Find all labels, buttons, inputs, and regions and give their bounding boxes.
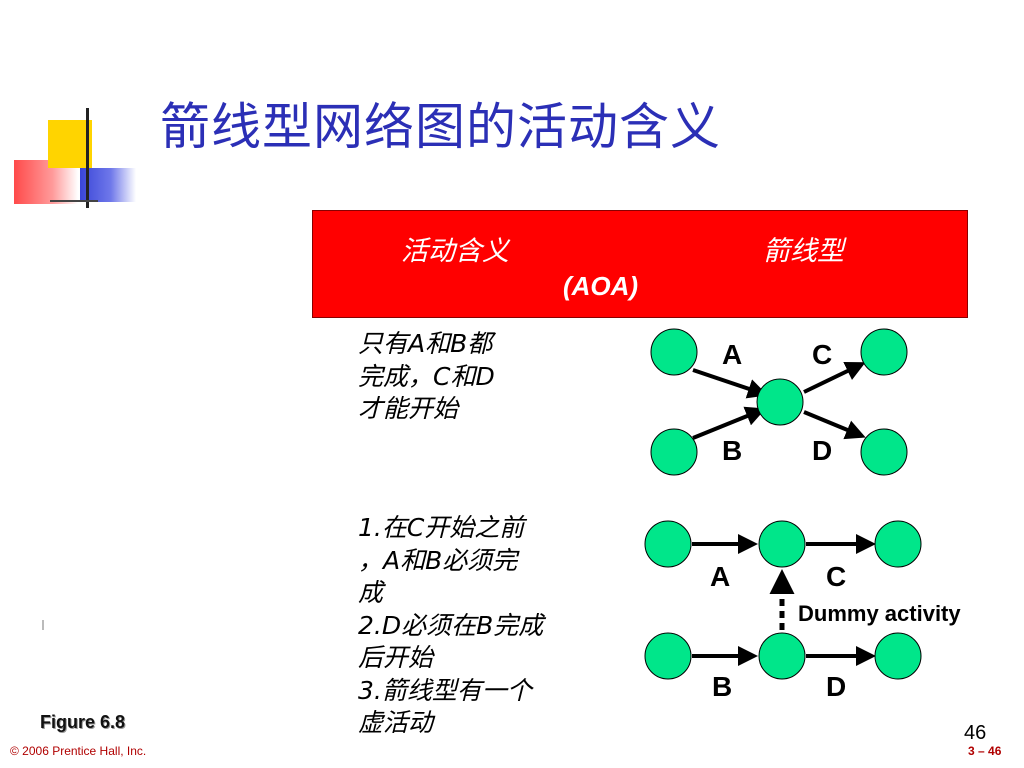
- label-c: C: [826, 561, 846, 592]
- header-aoa-abbr: (AOA): [563, 271, 639, 301]
- arrow-b: [692, 406, 766, 440]
- copyright: © 2006 Prentice Hall, Inc.: [10, 744, 147, 758]
- label-c: C: [812, 339, 832, 370]
- slide-reference: 3 – 46: [968, 744, 1002, 758]
- node: [758, 632, 806, 680]
- decor-horizontal-line: [50, 200, 98, 202]
- header-aoa: 箭线型: [763, 236, 844, 267]
- node: [650, 428, 698, 476]
- node: [650, 328, 698, 376]
- decor-mark: [42, 620, 44, 630]
- label-a: A: [710, 561, 730, 592]
- table-header: 活动含义 箭线型 (AOA): [312, 210, 968, 318]
- slide-title: 箭线型网络图的活动含义: [160, 98, 721, 156]
- arrow-d: [803, 410, 866, 440]
- header-activity-meaning: 活动含义: [401, 236, 509, 267]
- node: [758, 520, 806, 568]
- figure-label: Figure 6.8: [40, 712, 126, 732]
- diagram-2: A C B D Dummy activity: [644, 520, 961, 702]
- node: [756, 378, 804, 426]
- decor-vertical-line: [86, 108, 89, 208]
- row1-description: 只有A和B都 完成，C和D 才能开始: [358, 329, 495, 423]
- label-dummy-activity: Dummy activity: [798, 601, 961, 626]
- node: [860, 428, 908, 476]
- page-number: 46: [964, 722, 987, 744]
- node: [644, 520, 692, 568]
- node: [860, 328, 908, 376]
- label-a: A: [722, 339, 742, 370]
- label-b: B: [722, 435, 742, 466]
- node: [644, 632, 692, 680]
- arrow-a: [692, 368, 768, 399]
- decor-blue-square: [80, 168, 136, 202]
- row2-description: 1.在C开始之前 ，A和B必须完 成 2.D必须在B完成 后开始 3.箭线型有一…: [358, 513, 544, 737]
- label-d: D: [826, 671, 846, 702]
- diagram-1: A C B D: [650, 328, 908, 476]
- node: [874, 632, 922, 680]
- label-b: B: [712, 671, 732, 702]
- label-d: D: [812, 435, 832, 466]
- node: [874, 520, 922, 568]
- decor-yellow-square: [48, 120, 92, 168]
- arrow-c: [803, 361, 866, 394]
